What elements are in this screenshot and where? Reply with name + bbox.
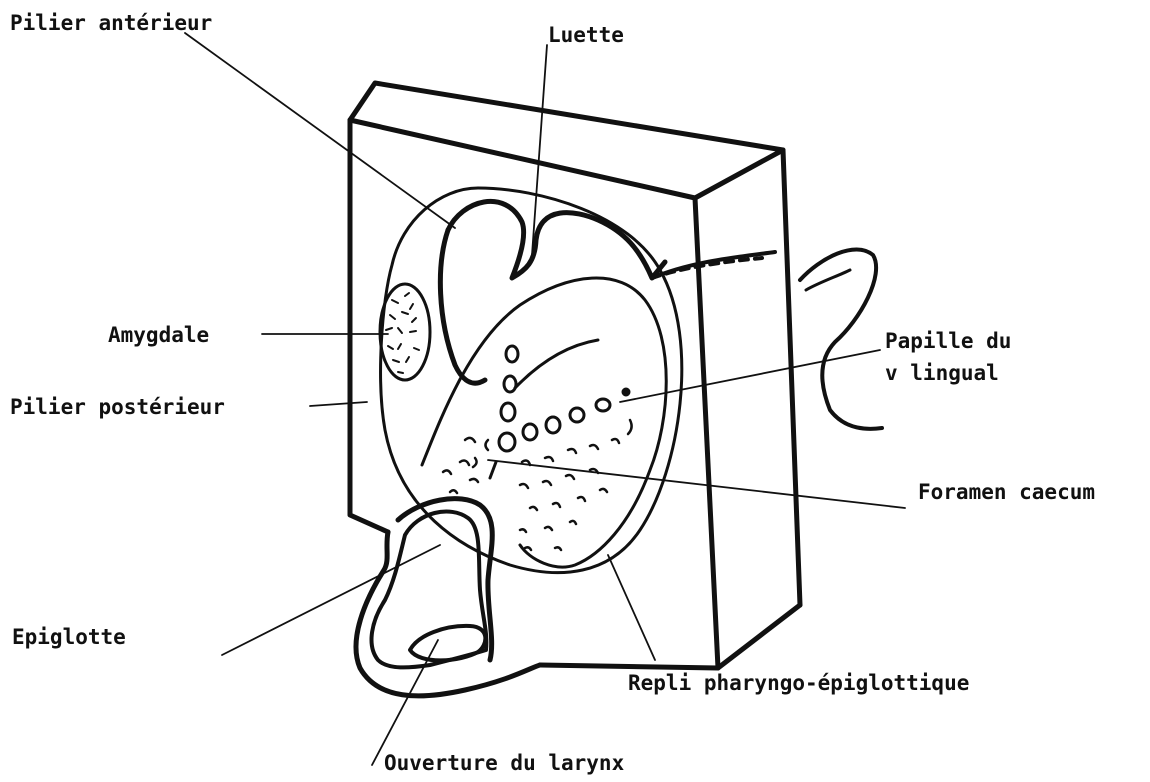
label-pilier-anterieur: Pilier antérieur [10,8,212,38]
label-amygdale: Amygdale [108,320,209,350]
tongue-fold [490,462,496,478]
label-foramen-caecum: Foramen caecum [918,477,1095,507]
tongue-surface [422,278,666,567]
label-papille-line2: v lingual [885,358,999,388]
label-papille-line1: Papille du [885,326,1011,356]
label-pilier-posterieur: Pilier postérieur [10,392,225,422]
label-epiglotte: Epiglotte [12,622,126,652]
amygdale-shape [380,284,430,380]
label-repli-pharyngo-epiglottique: Repli pharyngo-épiglottique [628,668,969,698]
tongue-right-lobe [800,249,882,428]
label-luette: Luette [548,20,624,50]
epiglottis-outer [356,532,540,696]
uvula-arch [448,201,665,278]
tongue-midline [515,340,598,388]
amygdale-texture [386,293,419,373]
larynx-opening [410,626,485,660]
tongue-right-lobe-inner [806,270,850,290]
tongue-texture [443,420,632,550]
label-ouverture-du-larynx: Ouverture du larynx [384,748,624,778]
anterior-pillar-curve [440,230,485,383]
papillae-v [499,346,629,451]
leader-lines [185,33,905,765]
